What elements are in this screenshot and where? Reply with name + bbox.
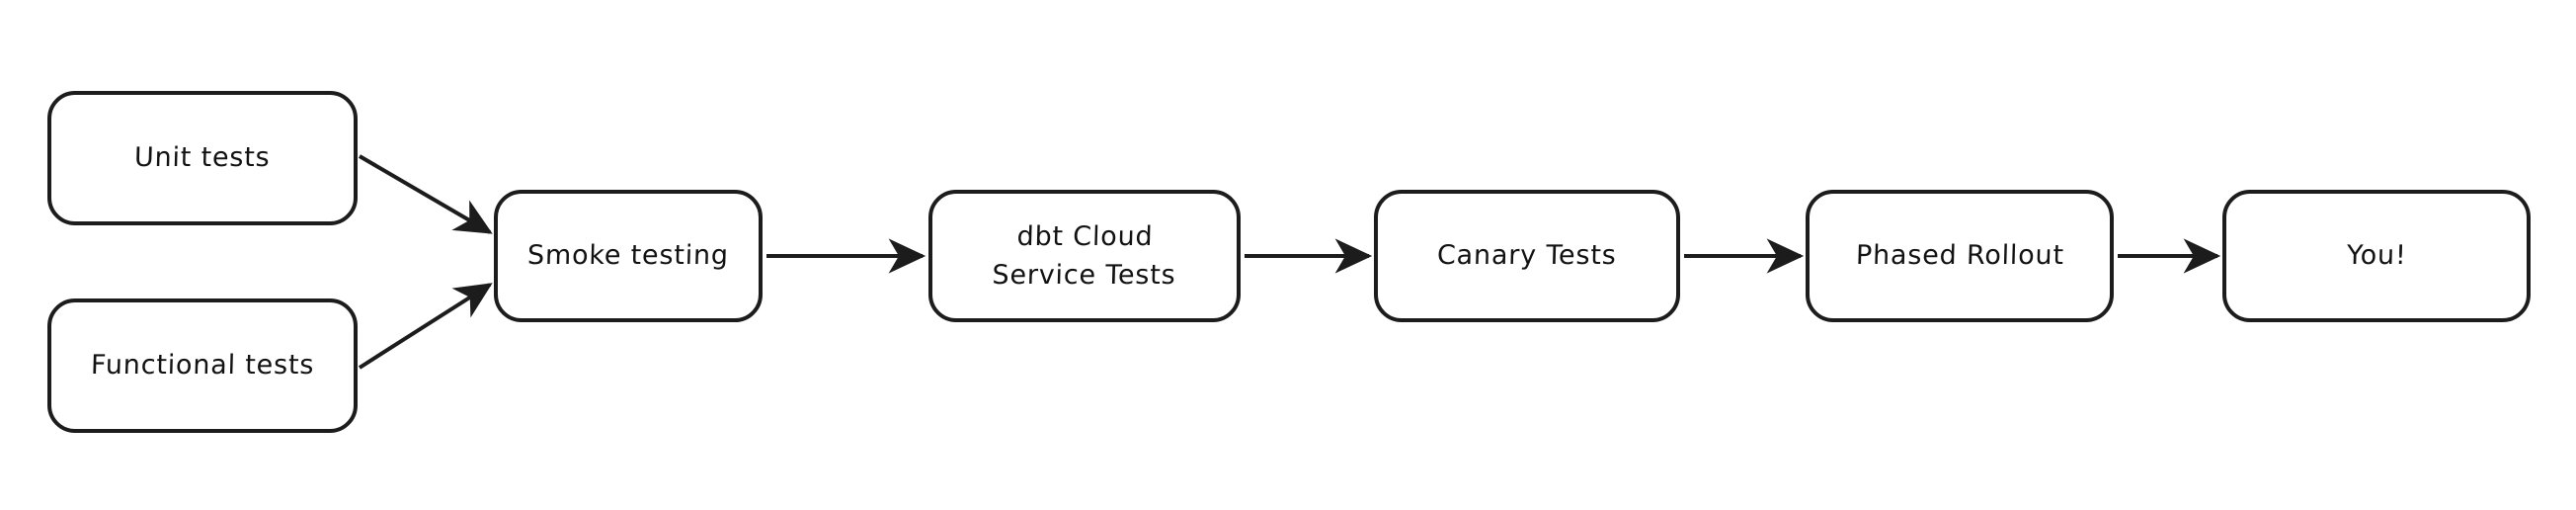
- node-label-functional-tests: Functional tests: [90, 350, 315, 382]
- node-unit-tests[interactable]: Unit tests: [47, 91, 358, 225]
- node-functional-tests[interactable]: Functional tests: [47, 298, 358, 433]
- node-canary-tests[interactable]: Canary Tests: [1374, 190, 1680, 322]
- node-label-you: You!: [2346, 240, 2407, 272]
- node-you[interactable]: You!: [2222, 190, 2531, 322]
- node-label-phased-rollout: Phased Rollout: [1855, 240, 2064, 272]
- node-label-dbt-cloud-service-tests: dbt Cloud Service Tests: [992, 220, 1176, 291]
- node-label-canary-tests: Canary Tests: [1436, 240, 1618, 272]
- node-dbt-cloud-service-tests[interactable]: dbt Cloud Service Tests: [928, 190, 1241, 322]
- node-smoke-testing[interactable]: Smoke testing: [494, 190, 763, 322]
- node-phased-rollout[interactable]: Phased Rollout: [1806, 190, 2114, 322]
- edge-functional-to-smoke: [358, 283, 493, 370]
- node-label-unit-tests: Unit tests: [133, 142, 272, 174]
- edge-unit-to-smoke: [358, 154, 493, 234]
- node-label-smoke-testing: Smoke testing: [526, 240, 730, 272]
